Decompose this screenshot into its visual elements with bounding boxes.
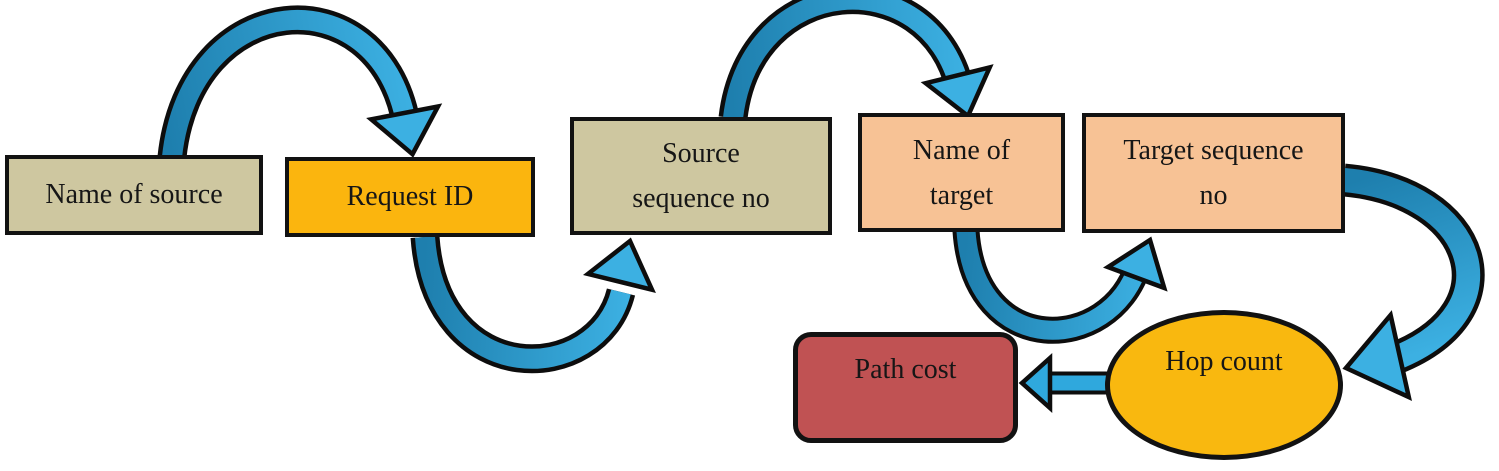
arrow-name-of-target-to-target-sequence-no (952, 229, 1168, 344)
node-target-sequence-no: Target sequence no (1082, 113, 1345, 233)
node-request-id: Request ID (285, 157, 535, 237)
node-source-sequence-no: Source sequence no (570, 117, 832, 235)
node-name-of-target: Name of target (858, 113, 1065, 232)
arrow-target-sequence-no-to-hop-count (1342, 163, 1485, 402)
node-path-cost: Path cost (793, 332, 1018, 443)
arrow-source-sequence-no-to-name-of-target (718, 0, 994, 121)
node-hop-count: Hop count (1105, 310, 1343, 460)
arrow-hop-count-to-path-cost (1018, 352, 1118, 414)
arrow-request-id-to-source-sequence-no (410, 235, 656, 374)
node-name-of-source: Name of source (5, 155, 263, 235)
arrow-name-of-source-to-request-id (157, 5, 443, 159)
